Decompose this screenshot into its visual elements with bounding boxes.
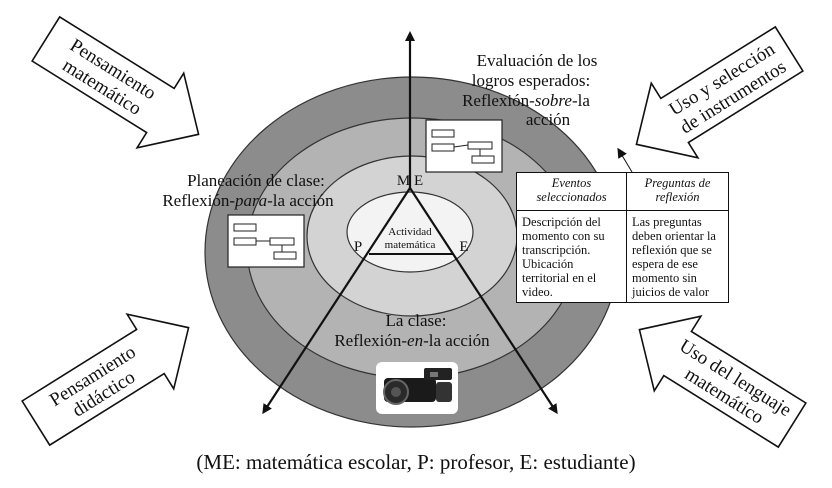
arrow-uso-lenguaje: Uso del lenguaje matemático (638, 315, 807, 449)
caption: (ME: matemática escolar, P: profesor, E:… (196, 450, 636, 474)
center-line2: matemática (385, 239, 436, 251)
flowchart-icon-left (227, 214, 305, 268)
class-label: La clase: Reflexión-en-la acción (334, 311, 490, 350)
inner-ellipse (346, 191, 474, 273)
svg-text:Reflexión-sobre-la: Reflexión-sobre-la (462, 91, 590, 110)
svg-text:La clase:: La clase: (386, 311, 447, 330)
vertex-label-e: E (459, 239, 468, 255)
axis-left (262, 187, 411, 415)
video-camera-icon (376, 362, 458, 414)
arrow-pensamiento-matematico: Pensamiento matemático (31, 15, 200, 149)
svg-text:logros esperados:: logros esperados: (472, 71, 591, 90)
reflection-table: Eventos seleccionados Preguntas de refle… (516, 172, 729, 303)
arrow-uso-instrumentos: Uso y selección de instrumentos (635, 25, 804, 159)
table-cell-events: Descripción del momento con su transcrip… (517, 211, 627, 303)
pointer-arrow (617, 147, 633, 173)
svg-text:Evaluación de los: Evaluación de los (477, 51, 598, 70)
svg-text:acción: acción (526, 110, 571, 129)
flowchart-icon-top (425, 119, 503, 173)
table-cell-questions: Las preguntas deben orientar la reflexió… (632, 215, 716, 299)
svg-text:Reflexión-en-la acción: Reflexión-en-la acción (334, 331, 490, 350)
table-header-questions: Preguntas de reflexión (627, 173, 728, 211)
planning-label: Planeación de clase: Reflexión-para-la a… (162, 171, 334, 210)
axis-right (409, 187, 558, 415)
svg-text:Reflexión-para-la acción: Reflexión-para-la acción (162, 191, 334, 210)
svg-text:Planeación de clase:: Planeación de clase: (187, 171, 325, 190)
vertex-label-me: M E (397, 173, 423, 189)
table-header-events: Eventos seleccionados (517, 173, 627, 211)
arrow-pensamiento-didactico: Pensamiento didáctico (21, 313, 190, 447)
evaluation-label: Evaluación de los logros esperados: Refl… (462, 51, 597, 129)
vertex-label-p: P (354, 239, 362, 255)
center-line1: Actividad (388, 226, 432, 238)
